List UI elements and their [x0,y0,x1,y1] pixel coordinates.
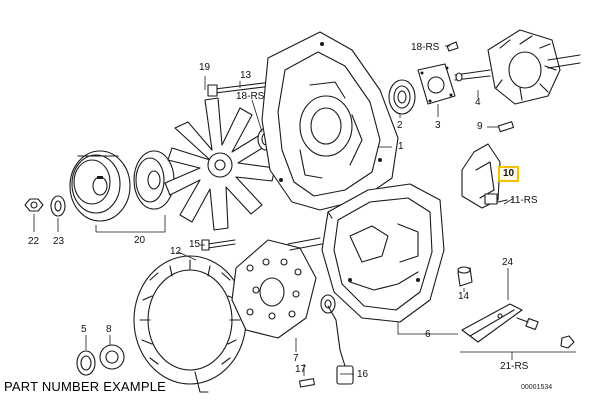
part-10-regulator [461,143,508,209]
part-9-screw [497,121,515,133]
part-15-bolt [201,239,236,251]
leader-lines [33,45,576,376]
label-part-22: 22 [28,236,40,247]
housing-spacer-ring [320,294,336,314]
drawing-reference-code: 00001534 [521,384,553,391]
label-part-8: 8 [106,324,112,335]
label-part-21rs: 21-RS [500,361,529,372]
label-part-7: 7 [293,353,299,364]
part-22-nut [24,198,44,212]
label-part-14: 14 [458,291,470,302]
label-part-2: 2 [397,120,403,131]
label-part-17: 17 [295,364,307,375]
label-part-23: 23 [53,236,65,247]
part-24-bracket [461,303,523,343]
label-part-3: 3 [435,120,441,131]
part-21rs-nut [560,335,575,349]
label-part-11rs: 11-RS [510,195,538,206]
part-14-sleeve [457,266,473,287]
part-7-rectifier [231,237,323,339]
label-part-6: 6 [425,329,431,340]
part-4-rotor [454,29,581,105]
part-2-bearing [388,79,416,115]
part-16-capacitor [327,305,354,385]
part-20-spacer [133,150,175,210]
part-19-fan [164,97,276,231]
label-part-9: 9 [477,121,483,132]
label-part-24: 24 [502,257,514,268]
label-part-19: 19 [199,62,211,73]
label-part-18rs-mid: 18-RS [236,91,265,102]
label-part-18rs-top: 18-RS [411,42,440,53]
part-1-drive-end-shield [261,31,399,211]
part-3-cover-plate [417,63,456,105]
part-12-stator [133,255,247,393]
part-18rs-screw-top [446,41,459,52]
part-21rs-bolt [516,317,539,331]
part-13-bolt [207,81,273,97]
label-part-12: 12 [170,246,182,257]
label-part-13: 13 [240,70,252,81]
part-20-pulley [69,150,131,222]
label-part-20: 20 [134,235,146,246]
part-5-bearing [76,350,96,376]
label-part-5: 5 [81,324,87,335]
part-6-rear-housing [321,183,445,323]
label-part-4: 4 [475,97,481,108]
part-23-washer [50,195,66,217]
part-8-spacer [99,344,125,370]
label-part-16: 16 [357,369,369,380]
label-part-1: 1 [398,141,404,152]
part-17-screw [299,378,315,388]
label-part-10-highlighted[interactable]: 10 [498,166,520,182]
part-number-caption: PART NUMBER EXAMPLE [4,379,167,394]
label-part-15: 15 [189,239,201,250]
